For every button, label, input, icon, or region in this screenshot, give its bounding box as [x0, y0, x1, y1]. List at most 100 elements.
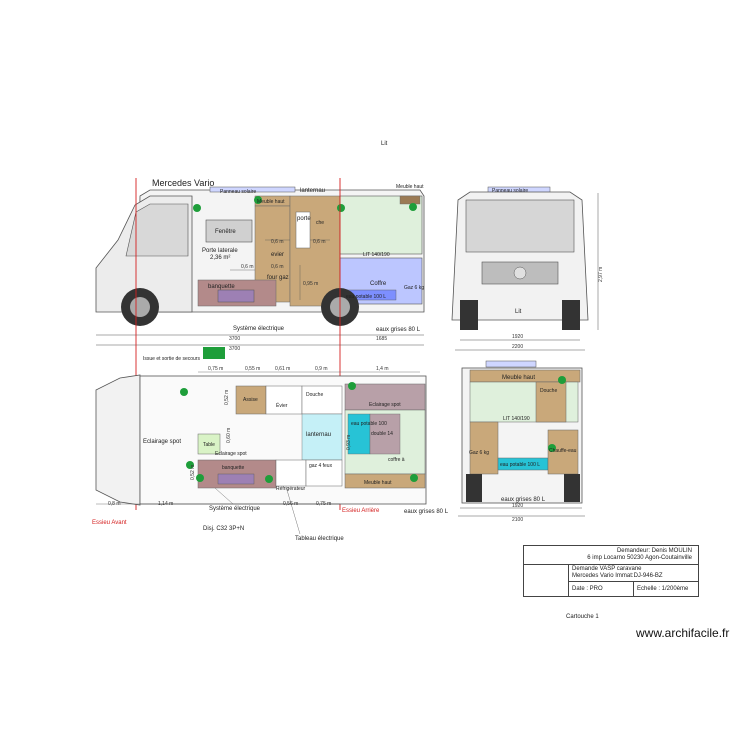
rear-spot-label: Eclairage spot — [369, 402, 401, 408]
dim-label: 1,4 m — [376, 366, 389, 372]
fresh-water-label-plan: eau potable 100 — [351, 421, 387, 427]
table-label: Table — [203, 442, 215, 448]
rear-width-dim: 1920 — [512, 503, 523, 509]
title-block-caption: Cartouche 1 — [566, 614, 599, 620]
exit-marker-icon — [409, 203, 417, 211]
front-bed-label: Lit — [515, 309, 522, 315]
table — [197, 433, 221, 455]
gas-stove-block — [305, 459, 343, 487]
rear-axle-label: Essieu Arrière — [342, 508, 380, 514]
solar-panel-side — [209, 186, 296, 193]
upper-cabinet-right — [399, 195, 421, 205]
gas-oven-label: four gaz — [267, 275, 289, 281]
windscreen — [465, 199, 575, 253]
plan-view: Issue et sortie de secours Eclairage spo… — [92, 347, 449, 542]
skylight-label: lanternau — [300, 188, 325, 194]
rear-view: Meuble haut Douche LIT 140/190 Gaz 6 kg … — [458, 360, 585, 523]
sink-block — [265, 385, 303, 415]
dim-label: 1685 — [376, 336, 387, 342]
dim-label: 0,6 m — [241, 264, 254, 270]
applicant-name: Demandeur: Denis MOULIN — [616, 548, 692, 554]
shower-rear-label: Douche — [540, 388, 557, 394]
hot-water-block — [547, 429, 579, 475]
vehicle-title: Mercedes Vario — [152, 178, 214, 188]
dim-label: 0,61 m — [275, 366, 290, 372]
gas-rear-label: Gaz 6 kg — [469, 450, 489, 456]
dim-label: 0,95 m — [303, 281, 318, 287]
brand-logo-icon — [513, 266, 527, 280]
dim-label: 1,14 m — [158, 501, 173, 507]
dim-label: 0,6 m — [271, 264, 284, 270]
dim-label: 0,52 m — [224, 390, 230, 405]
exit-marker-icon — [337, 204, 345, 212]
front-axle-label: Essieu Avant — [92, 520, 127, 526]
bed-rear-label: LIT 140/190 — [503, 416, 530, 422]
watermark: www.archifacile.fr — [636, 626, 730, 640]
upper-cabinet-left-label: Meuble haut — [257, 199, 285, 205]
top-bed-label: Lit — [381, 141, 388, 147]
circuit-breaker-label: Disj. C32 3P+N — [203, 526, 244, 532]
chest-label-plan: coffre à — [388, 457, 405, 463]
electrical-system-label-plan: Système électrique — [209, 506, 261, 512]
plan-cab — [95, 374, 141, 506]
grey-water-rear-label: eaux grises 80 L — [501, 497, 546, 503]
applicant-address: 6 imp Locarno 50230 Agon-Coutainville — [587, 555, 692, 561]
exit-marker-icon — [180, 388, 188, 396]
front-width-dim: 2200 — [512, 344, 523, 350]
seat-label: Assise — [243, 397, 258, 403]
emergency-exit-label: Issue et sortie de secours — [143, 356, 200, 362]
fresh-water-rear-label: eau potable 100 L — [500, 462, 540, 468]
exit-marker-icon — [348, 382, 356, 390]
dim-label: 0,60 m — [226, 428, 232, 443]
bench-cushion — [217, 289, 255, 303]
exit-marker-icon — [186, 461, 194, 469]
exit-marker-icon — [410, 474, 418, 482]
gas-label-side: Gaz 6 kg — [404, 285, 424, 291]
bed-area-side — [339, 195, 423, 255]
exit-marker-icon — [254, 196, 262, 204]
electrical-system-label-side: Système électrique — [233, 326, 285, 332]
dim-label: 0,52 m — [190, 465, 196, 480]
upper-cabinet-label-plan: Meuble haut — [364, 480, 392, 486]
dim-label: 0,6 m — [313, 239, 326, 245]
exit-marker-icon — [196, 474, 204, 482]
front-spot-label: Eclairage spot — [143, 439, 181, 445]
upper-cabinet-plan — [344, 473, 426, 489]
rear-width-dim: 2100 — [512, 517, 523, 523]
sink-label-plan: Évier — [276, 402, 288, 409]
upper-cabinet-rear-label: Meuble haut — [502, 375, 535, 381]
side-view: Mercedes Vario Panneau solaire Meuble ha… — [95, 178, 425, 352]
solar-panel-label: Panneau solaire — [220, 189, 256, 195]
shower-rear — [535, 381, 567, 423]
side-door-panel — [295, 211, 311, 249]
mid-spot-label: Eclairage spot — [215, 451, 247, 457]
dim-label: 3700 — [229, 346, 240, 352]
exit-marker-icon — [265, 475, 273, 483]
dim-label: 0,75 m — [316, 501, 331, 507]
front-height-dim: 2,97 m — [598, 267, 604, 282]
seat-block — [235, 385, 267, 415]
dim-label: 0,9 m — [315, 366, 328, 372]
request-type: Demande VASP caravane — [572, 566, 642, 572]
bed-label-side: LIT 140/190 — [363, 252, 390, 258]
gas-stove-label: gaz 4 feux — [309, 463, 333, 469]
front-width-dim: 1920 — [512, 334, 523, 340]
vehicle-registration: Mercedes Vario Immat:DJ-946-BZ — [572, 573, 663, 579]
sink-label-side: evier — [271, 252, 284, 258]
drawing-date: Date : PRO — [572, 586, 603, 592]
fridge-label: Réfrigérateur — [276, 486, 306, 492]
dim-label: 0,56 m — [283, 501, 298, 507]
title-block-applicant-row: Demandeur: Denis MOULIN 6 imp Locarno 50… — [524, 546, 698, 565]
shower-block-plan — [301, 385, 343, 415]
window-side — [205, 219, 253, 243]
dim-label: 0,8 m — [108, 501, 121, 507]
title-block-request-row: Demande VASP caravane Mercedes Vario Imm… — [568, 564, 699, 582]
bench-label-side: banquette — [208, 284, 235, 290]
grey-water-label-side: eaux grises 80 L — [376, 327, 421, 333]
shower-label-side: che — [316, 220, 324, 226]
cab-window — [125, 203, 189, 257]
title-block: Demandeur: Denis MOULIN 6 imp Locarno 50… — [523, 545, 699, 597]
rear-spot-zone — [344, 383, 426, 411]
side-door-label: Porte laterale — [202, 248, 238, 254]
dim-label: 3700 — [229, 336, 240, 342]
